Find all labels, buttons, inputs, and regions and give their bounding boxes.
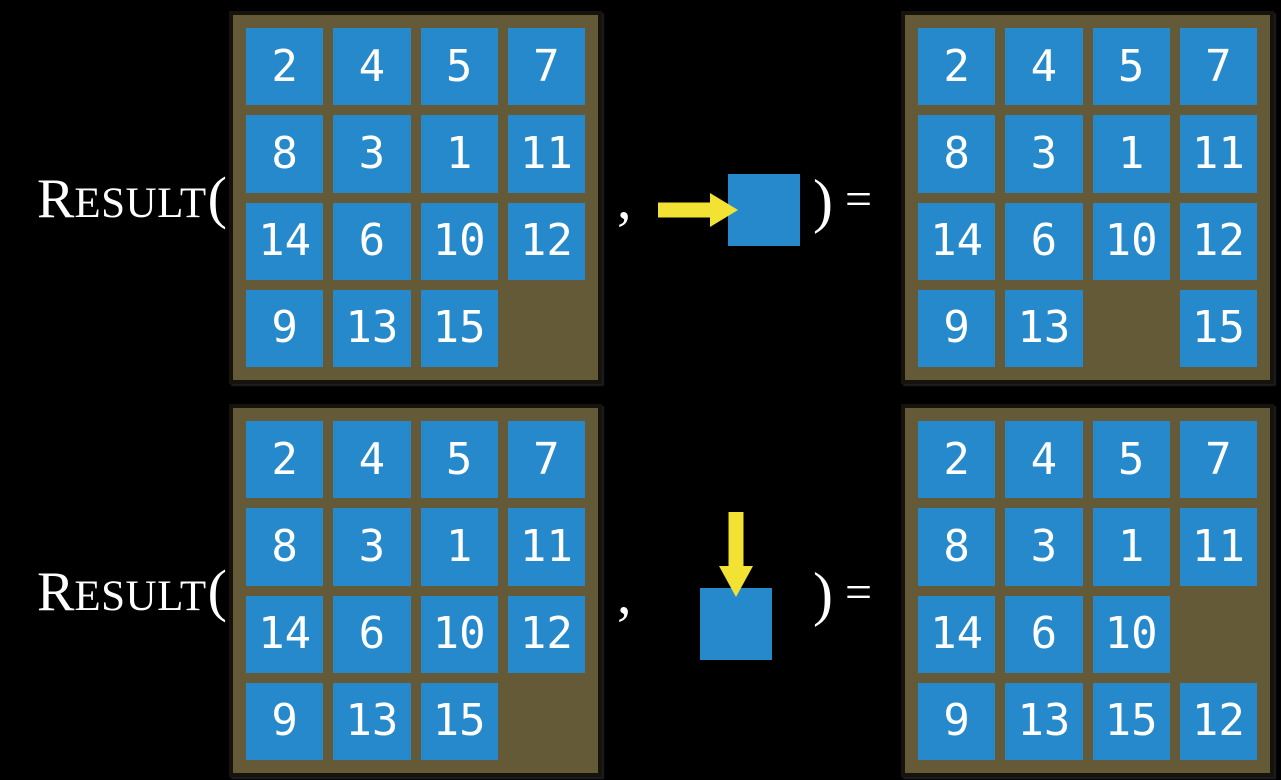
tile-14: 14	[918, 202, 996, 280]
tile-13: 13	[333, 682, 411, 760]
tile-3: 3	[333, 115, 411, 193]
empty-cell	[508, 290, 585, 367]
tile-9: 9	[246, 682, 324, 760]
tile-10: 10	[420, 595, 498, 673]
equals-sign: =	[845, 566, 873, 619]
tile-6: 6	[1005, 202, 1083, 280]
tile-11: 11	[1179, 115, 1257, 193]
tile-4: 4	[1005, 28, 1083, 106]
empty-cell	[1093, 290, 1170, 367]
tile-4: 4	[1005, 421, 1083, 499]
tile-10: 10	[1092, 202, 1170, 280]
tile-3: 3	[1005, 115, 1083, 193]
tile-7: 7	[1179, 421, 1257, 499]
comma-separator: ,	[617, 561, 632, 626]
result-function-text: RESULT(	[36, 167, 227, 230]
tile-7: 7	[507, 28, 585, 106]
tile-13: 13	[1005, 289, 1083, 367]
comma-separator: ,	[617, 166, 632, 231]
tile-6: 6	[1005, 595, 1083, 673]
open-paren: (	[207, 557, 227, 623]
open-paren: (	[207, 164, 227, 230]
tile-14: 14	[246, 202, 324, 280]
tile-13: 13	[1005, 682, 1083, 760]
tile-12: 12	[1179, 202, 1257, 280]
tile-6: 6	[333, 595, 411, 673]
move-operand	[700, 512, 772, 660]
tile-5: 5	[420, 28, 498, 106]
tile-1: 1	[1092, 508, 1170, 586]
result-label-initial: R	[36, 560, 75, 623]
empty-cell	[508, 683, 585, 760]
tile-8: 8	[246, 115, 324, 193]
tile-5: 5	[1092, 28, 1170, 106]
tile-2: 2	[918, 28, 996, 106]
tile-1: 1	[1092, 115, 1170, 193]
tile-8: 8	[918, 508, 996, 586]
tile-12: 12	[507, 202, 585, 280]
tile-9: 9	[918, 682, 996, 760]
tile-4: 4	[333, 28, 411, 106]
result-label-rest: ESULT	[74, 179, 207, 227]
arrow-down-icon	[719, 512, 753, 597]
move-tile	[700, 588, 772, 660]
tile-10: 10	[1092, 595, 1170, 673]
tile-14: 14	[246, 595, 324, 673]
tile-4: 4	[333, 421, 411, 499]
tile-11: 11	[507, 508, 585, 586]
tile-15: 15	[420, 682, 498, 760]
result-label-rest: ESULT	[74, 572, 207, 620]
result-function-label: RESULT(	[0, 11, 227, 384]
tile-15: 15	[420, 289, 498, 367]
result-label-initial: R	[36, 167, 75, 230]
tile-2: 2	[246, 421, 324, 499]
tile-5: 5	[420, 421, 498, 499]
tile-2: 2	[918, 421, 996, 499]
close-paren: )	[813, 168, 833, 234]
tile-9: 9	[918, 289, 996, 367]
tile-13: 13	[333, 289, 411, 367]
move-operand	[658, 174, 800, 246]
tile-3: 3	[333, 508, 411, 586]
tile-11: 11	[507, 115, 585, 193]
move-tile	[728, 174, 800, 246]
tile-12: 12	[1179, 682, 1257, 760]
tile-2: 2	[246, 28, 324, 106]
result-function-label: RESULT(	[0, 404, 227, 777]
empty-cell	[1180, 596, 1257, 673]
tile-1: 1	[420, 508, 498, 586]
tile-5: 5	[1092, 421, 1170, 499]
tile-11: 11	[1179, 508, 1257, 586]
tile-1: 1	[420, 115, 498, 193]
tile-6: 6	[333, 202, 411, 280]
tile-15: 15	[1092, 682, 1170, 760]
tile-7: 7	[507, 421, 585, 499]
equals-sign: =	[845, 173, 873, 226]
tile-12: 12	[507, 595, 585, 673]
close-paren: )	[813, 561, 833, 627]
tile-3: 3	[1005, 508, 1083, 586]
tile-8: 8	[246, 508, 324, 586]
arrow-right-icon	[658, 193, 738, 227]
tile-14: 14	[918, 595, 996, 673]
tile-9: 9	[246, 289, 324, 367]
tile-15: 15	[1179, 289, 1257, 367]
tile-7: 7	[1179, 28, 1257, 106]
tile-8: 8	[918, 115, 996, 193]
result-function-text: RESULT(	[36, 560, 227, 623]
tile-10: 10	[420, 202, 498, 280]
